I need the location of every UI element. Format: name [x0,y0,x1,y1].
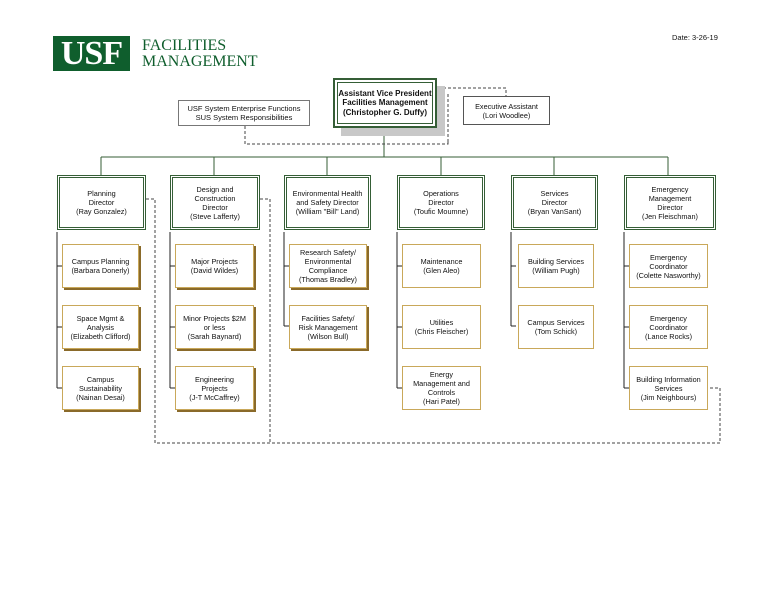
unit-building-services: Building Services (William Pugh) [518,244,594,288]
unit-utilities: Utilities (Chris Fleischer) [402,305,481,349]
unit-campus-planning: Campus Planning (Barbara Donerly) [62,244,139,288]
unit-maintenance: Maintenance (Glen Aleo) [402,244,481,288]
unit-major-projects: Major Projects (David Wildes) [175,244,254,288]
unit-emergency-coordinator-1: Emergency Coordinator (Colette Nasworthy… [629,244,708,288]
director-emergency-management: Emergency Management Director (Jen Fleis… [624,175,716,230]
director-design-construction: Design and Construction Director (Steve … [170,175,260,230]
unit-campus-sustainability: Campus Sustainability (Nainan Desai) [62,366,139,410]
executive-assistant-box: Executive Assistant (Lori Woodlee) [463,96,550,125]
chart-date: Date: 3-26-19 [672,33,718,42]
director-operations: Operations Director (Toufic Moumne) [397,175,485,230]
usf-logo-mark: USF [53,35,130,72]
unit-space-mgmt-analysis: Space Mgmt & Analysis (Elizabeth Cliffor… [62,305,139,349]
unit-minor-projects: Minor Projects $2M or less (Sarah Baynar… [175,305,254,349]
unit-campus-services: Campus Services (Tom Schick) [518,305,594,349]
facilities-management-wordmark: FACILITIES MANAGEMENT [142,37,258,70]
avp-box: Assistant Vice President Facilities Mana… [333,78,437,128]
unit-engineering-projects: Engineering Projects (J-T McCaffrey) [175,366,254,410]
unit-emergency-coordinator-2: Emergency Coordinator (Lance Rocks) [629,305,708,349]
unit-facilities-safety: Facilities Safety/ Risk Management (Wils… [289,305,367,349]
unit-building-information-services: Building Information Services (Jim Neigh… [629,366,708,410]
director-services: Services Director (Bryan VanSant) [511,175,598,230]
director-planning: Planning Director (Ray Gonzalez) [57,175,146,230]
unit-energy-management: Energy Management and Controls (Hari Pat… [402,366,481,410]
unit-research-safety: Research Safety/ Environmental Complianc… [289,244,367,288]
sus-responsibilities-box: USF System Enterprise Functions SUS Syst… [178,100,310,126]
director-environmental-health-safety: Environmental Health and Safety Director… [284,175,371,230]
